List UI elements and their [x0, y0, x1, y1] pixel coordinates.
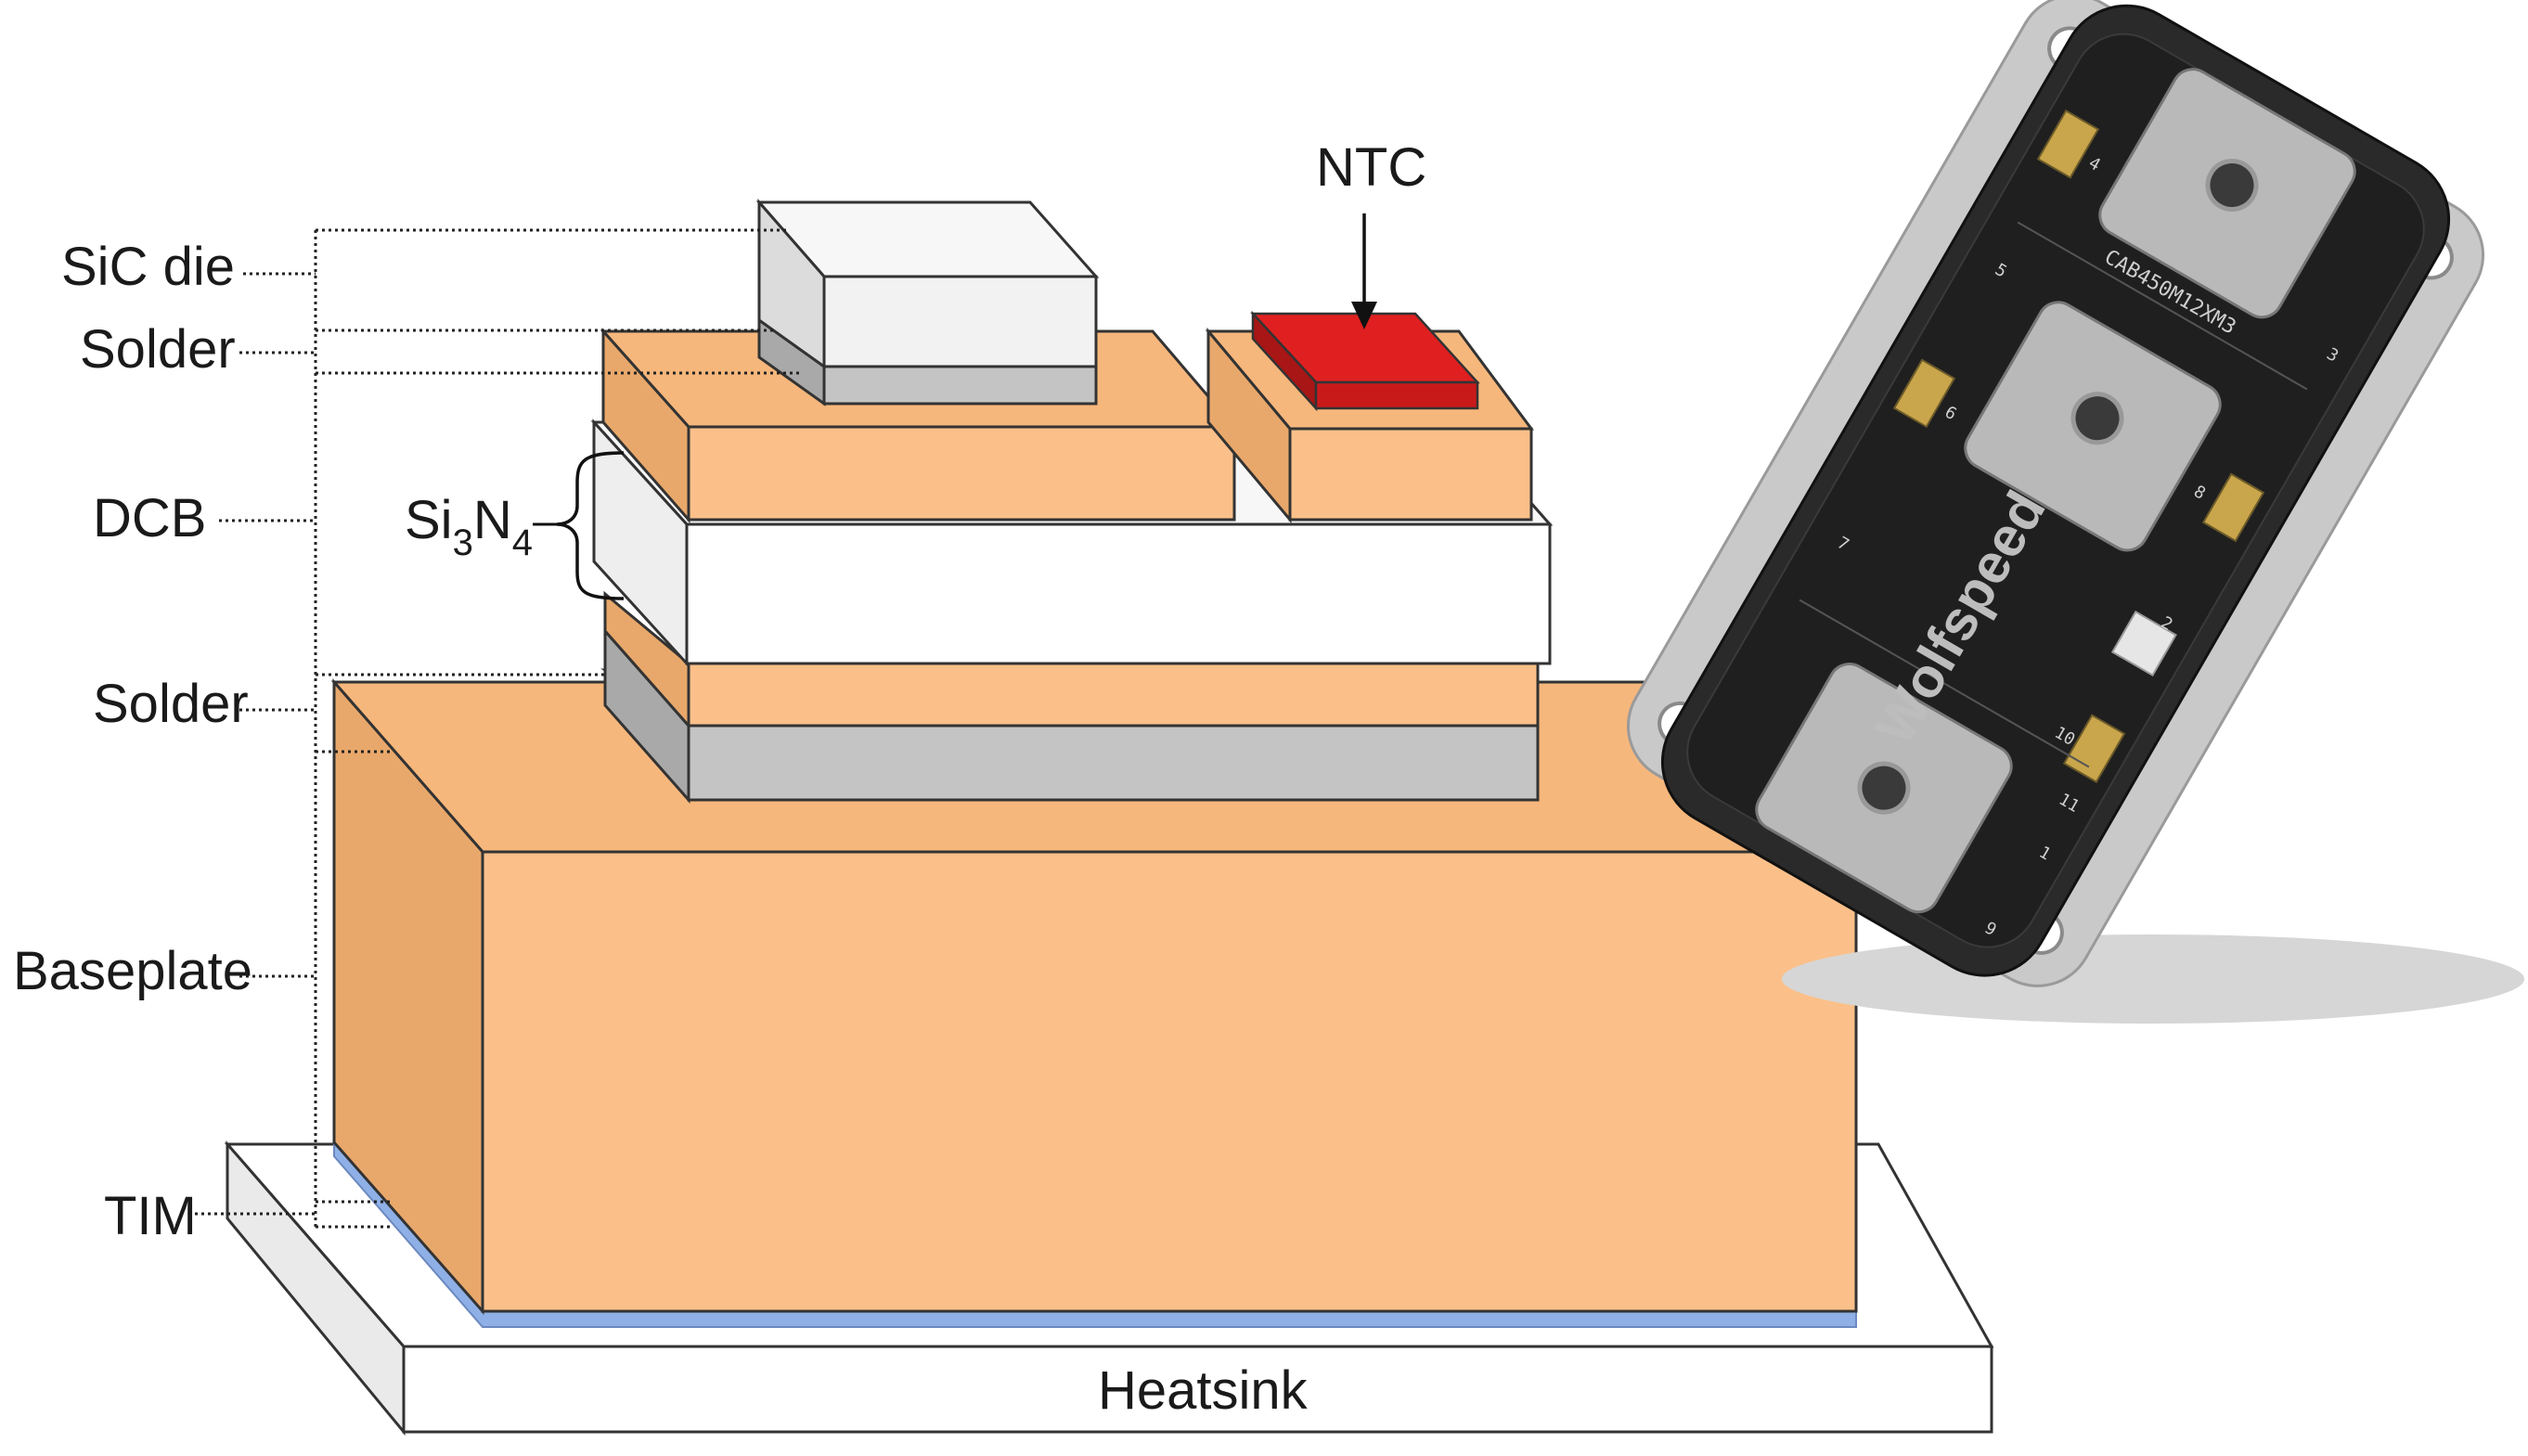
- labels: SiC die Solder DCB Solder Baseplate TIM …: [13, 137, 1426, 1421]
- si3n4-sub-3: 3: [453, 522, 473, 563]
- signal-pin: [2201, 472, 2265, 543]
- label-ntc: NTC: [1316, 137, 1426, 198]
- ntc-thermistor: [1250, 310, 1480, 412]
- power-terminal: [2098, 68, 2356, 319]
- label-heatsink: Heatsink: [1098, 1360, 1309, 1421]
- si3n4-si: Si: [405, 490, 453, 550]
- label-solder-bottom: Solder: [93, 674, 249, 734]
- top-solder: [757, 317, 1098, 406]
- sic-die: [755, 199, 1100, 369]
- label-si3n4: Si3N4: [405, 490, 533, 563]
- label-sic-die: SiC die: [61, 237, 235, 297]
- signal-pin: [1892, 358, 1956, 429]
- signal-pin: [2062, 714, 2126, 784]
- label-solder-top: Solder: [80, 319, 236, 380]
- signal-pin: [2036, 110, 2100, 179]
- module-photo: CAB450M12XM3 Wolfspeed 4 6 8 10 3 1 7 5 …: [1626, 0, 2524, 1024]
- power-terminal: [1755, 663, 2013, 914]
- power-terminal: [1964, 301, 2222, 552]
- leader-lines: [195, 228, 803, 1229]
- si3n4-sub-4: 4: [512, 522, 533, 563]
- ntc-arrow: [1351, 213, 1377, 329]
- module-shadow: [1782, 934, 2524, 1024]
- qr-code-icon: [2110, 610, 2177, 676]
- label-tim: TIM: [104, 1186, 197, 1246]
- dcb-bottom-copper: [603, 590, 1540, 729]
- label-baseplate: Baseplate: [13, 941, 252, 1001]
- si3n4-n: N: [473, 490, 512, 550]
- label-dcb: DCB: [93, 488, 206, 548]
